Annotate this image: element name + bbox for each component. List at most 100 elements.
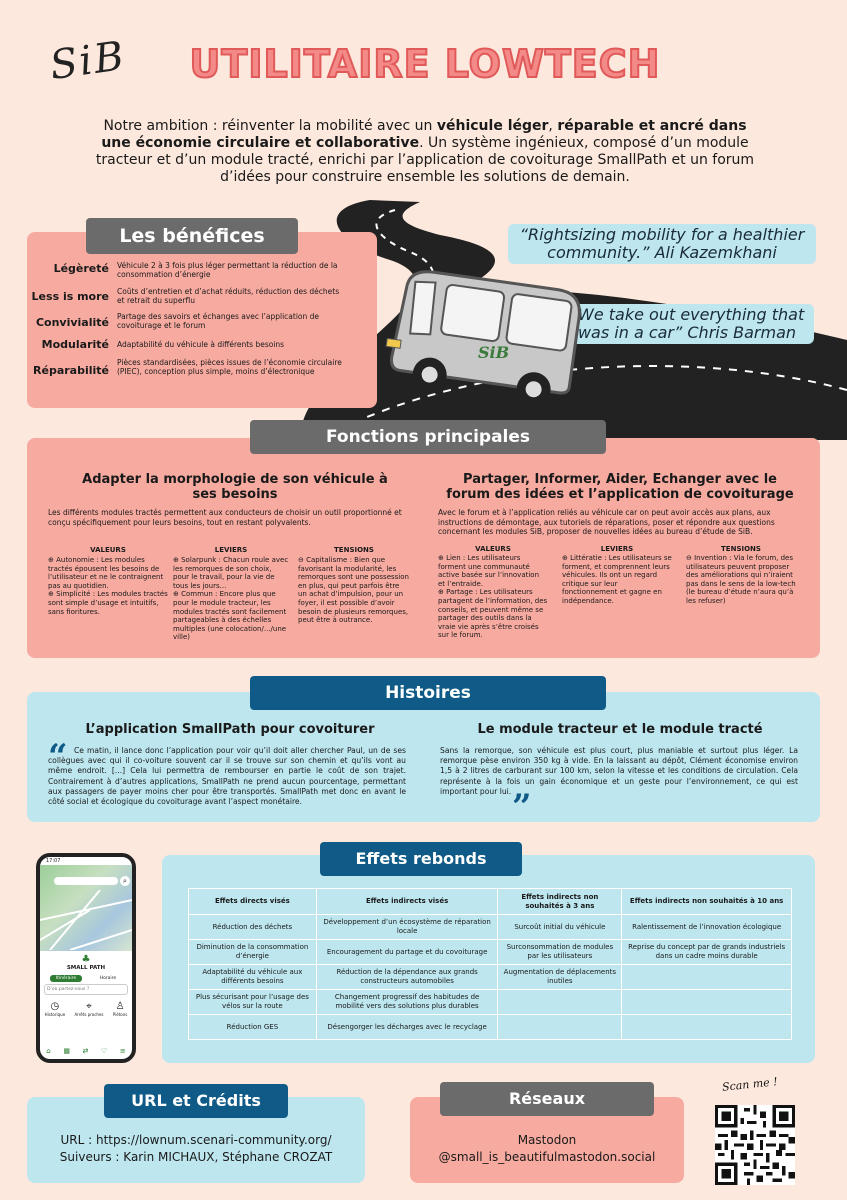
right-valeurs-heading: VALEURS [475, 545, 511, 553]
left-leviers-heading: LEVIERS [214, 546, 248, 554]
table-cell: Plus sécurisant pour l’usage des vélos s… [188, 989, 317, 1015]
table-cell: Encouragement du partage et du covoitura… [315, 939, 499, 965]
fonctions-left-intro: Les différents modules tractés permetten… [48, 508, 402, 527]
close-quote-icon: ” [512, 787, 532, 827]
smallpath-logo-icon: ♣ [81, 954, 91, 965]
table-header: Effets indirects non souhaités à 3 ans [497, 888, 623, 915]
fonctions-title: Fonctions principales [250, 420, 606, 454]
menu-icon[interactable]: ≡ [119, 1047, 126, 1055]
table-cell [621, 1014, 792, 1040]
left-tensions-text: ⊖ Capitalisme : Bien que favorisant la m… [298, 556, 409, 625]
phone-action-history[interactable]: ◷Historique [44, 1001, 66, 1017]
table-cell: Surconsommation de modules par les utili… [497, 939, 623, 965]
effets-table: Effets directs visés Effets indirects vi… [188, 888, 792, 1040]
reseaux-text: Mastodon @small_is_beautifulmastodon.soc… [410, 1132, 684, 1166]
phone-action-walk[interactable]: ♙Piétons [112, 1001, 128, 1017]
benefit-label: Modularité [41, 338, 109, 351]
table-cell [497, 989, 623, 1015]
table-cell: Développement d’un écosystème de réparat… [315, 914, 499, 940]
fonctions-right-intro: Avec le forum et à l’application reliés … [438, 508, 775, 536]
table-cell [621, 989, 792, 1015]
benefit-label: Réparabilité [33, 364, 109, 377]
table-cell: Surcoût initial du véhicule [497, 914, 623, 940]
quote-barman: “We take out everything that was in a ca… [560, 304, 814, 344]
fonctions-left-heading: Adapter la morphologie de son véhicule à… [82, 472, 388, 502]
phone-brand: SMALL PATH [66, 965, 106, 971]
phone-action-stops[interactable]: ⌖Arrêts proches [74, 1001, 104, 1017]
histoires-title: Histoires [250, 676, 606, 710]
benefit-label: Légèreté [53, 262, 109, 275]
reseaux-handle[interactable]: @small_is_beautifulmastodon.social [438, 1150, 656, 1164]
table-header-row: Effets directs visés Effets indirects vi… [188, 888, 792, 915]
home-icon[interactable]: ⌂ [46, 1047, 51, 1055]
table-cell: Ralentissement de l’innovation écologiqu… [621, 914, 792, 940]
histoire-left-text: Ce matin, il lance donc l’application po… [48, 746, 406, 807]
phone-departure-input[interactable]: D’où partez-vous ? [44, 984, 128, 995]
table-cell: Reprise du concept par de grands industr… [621, 939, 792, 965]
heart-icon[interactable]: ♡ [100, 1047, 108, 1055]
van-logo: SiB [478, 343, 509, 362]
route-icon[interactable]: ⇄ [82, 1047, 89, 1055]
benefit-desc: Coûts d’entretien et d’achat réduits, ré… [117, 287, 340, 305]
table-row: Réduction des déchets Développement d’un… [188, 914, 792, 940]
open-quote-icon: “ [48, 737, 68, 777]
table-cell: Adaptabilité du véhicule aux différents … [188, 964, 317, 990]
phone-bottom-nav: ⌂ ▦ ⇄ ♡ ≡ [40, 1047, 132, 1055]
history-icon: ◷ [50, 1001, 60, 1012]
table-row: Diminution de la consommation d’énergie … [188, 939, 792, 965]
benefit-desc: Véhicule 2 à 3 fois plus léger permettan… [117, 261, 338, 279]
table-cell: Augmentation de déplacements inutiles [497, 964, 623, 990]
quote-kazemkhani: “Rightsizing mobility for a healthier co… [508, 224, 816, 264]
stops-icon: ⌖ [86, 1001, 92, 1012]
phone-tab-horaire[interactable]: Horaire [99, 976, 117, 981]
credits-title: URL et Crédits [104, 1084, 288, 1118]
table-header: Effets indirects visés [315, 888, 499, 915]
table-header: Effets directs visés [188, 888, 317, 915]
van-illustration: SiB [385, 270, 581, 407]
left-valeurs-text: ⊕ Autonomie : Les modules tractés épouse… [48, 556, 168, 616]
benefit-desc: Adaptabilité du véhicule à différents be… [117, 340, 285, 349]
right-tensions-text: ⊖ Invention : Via le forum, des utilisat… [686, 554, 796, 605]
map-icon[interactable]: ▦ [63, 1047, 70, 1055]
phone-actions: ◷Historique ⌖Arrêts proches ♙Piétons [40, 1001, 132, 1017]
table-row: Plus sécurisant pour l’usage des vélos s… [188, 989, 792, 1015]
table-row: Adaptabilité du véhicule aux différents … [188, 964, 792, 990]
histoires-panel [27, 692, 820, 822]
left-leviers-text: ⊕ Solarpunk : Chacun roule avec les remo… [173, 556, 289, 642]
phone-tabs: Itinéraire Horaire [44, 975, 128, 982]
intro-text: Notre ambition : réinventer la mobilité … [95, 118, 755, 185]
scan-me-label: Scan me ! [721, 1075, 779, 1094]
phone-status-time: 17:07 [46, 858, 61, 864]
walk-icon: ♙ [115, 1001, 125, 1012]
table-cell: Réduction GES [188, 1014, 317, 1040]
page-title: UTILITAIRE LOWTECH [189, 41, 661, 87]
map-roads [40, 890, 132, 950]
table-cell [497, 1014, 623, 1040]
left-tensions-heading: TENSIONS [334, 546, 374, 554]
search-icon[interactable]: ⌕ [120, 876, 130, 886]
table-cell: Réduction des déchets [188, 914, 317, 940]
table-cell: Changement progressif des habitudes de m… [315, 989, 499, 1015]
benefit-label: Convivialité [35, 316, 109, 329]
histoire-left-heading: L’application SmallPath pour covoiturer [85, 722, 375, 737]
table-cell [621, 964, 792, 990]
right-tensions-heading: TENSIONS [721, 545, 761, 553]
qr-code-icon[interactable] [715, 1105, 795, 1185]
benefit-label: Less is more [31, 290, 109, 303]
table-header: Effets indirects non souhaités à 10 ans [621, 888, 792, 915]
credits-text: URL : https://lownum.scenari-community.o… [27, 1132, 365, 1166]
table-row: Réduction GES Désengorger les décharges … [188, 1014, 792, 1040]
benefices-title: Les bénéfices [86, 218, 298, 254]
smallpath-phone-mockup: 17:07 ⌕ ♣ SMALL PATH Itinéraire Horaire … [36, 853, 136, 1063]
histoire-right-heading: Le module tracteur et le module tracté [477, 722, 763, 737]
phone-search-bar[interactable] [54, 877, 118, 885]
phone-map: ⌕ [40, 865, 132, 951]
benefit-desc: Pièces standardisées, pièces issues de l… [117, 358, 342, 376]
credits-url[interactable]: URL : https://lownum.scenari-community.o… [60, 1133, 332, 1147]
left-valeurs-heading: VALEURS [90, 546, 126, 554]
credits-suiveurs: Suiveurs : Karin MICHAUX, Stéphane CROZA… [59, 1150, 333, 1164]
phone-tab-itineraire[interactable]: Itinéraire [49, 975, 83, 982]
right-leviers-text: ⊕ Littératie : Les utilisateurs se forme… [562, 554, 672, 605]
benefices-panel: Légèreté Véhicule 2 à 3 fois plus léger … [27, 232, 377, 408]
right-valeurs-text: ⊕ Lien : Les utilisateurs forment une co… [438, 554, 548, 640]
